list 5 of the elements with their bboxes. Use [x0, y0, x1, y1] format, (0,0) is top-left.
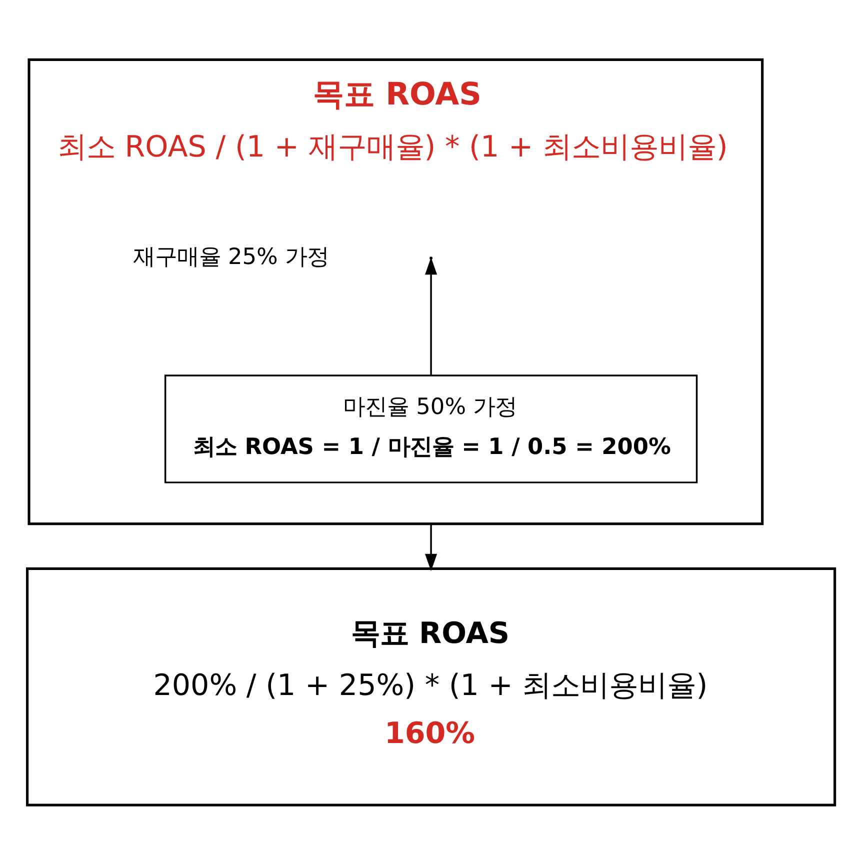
node-box: 목표 ROAS 200% / (1 + 25%) * (1 + 최소비용비율) 160%	[26, 566, 836, 806]
label: 재구매율 25% 가정	[132, 244, 329, 270]
node-box: 마진율 50% 가정 최소 ROAS = 1 / 마진율 = 1 / 0.5 = 200%	[164, 374, 698, 483]
arrow	[425, 256, 438, 375]
arrow	[425, 523, 438, 571]
